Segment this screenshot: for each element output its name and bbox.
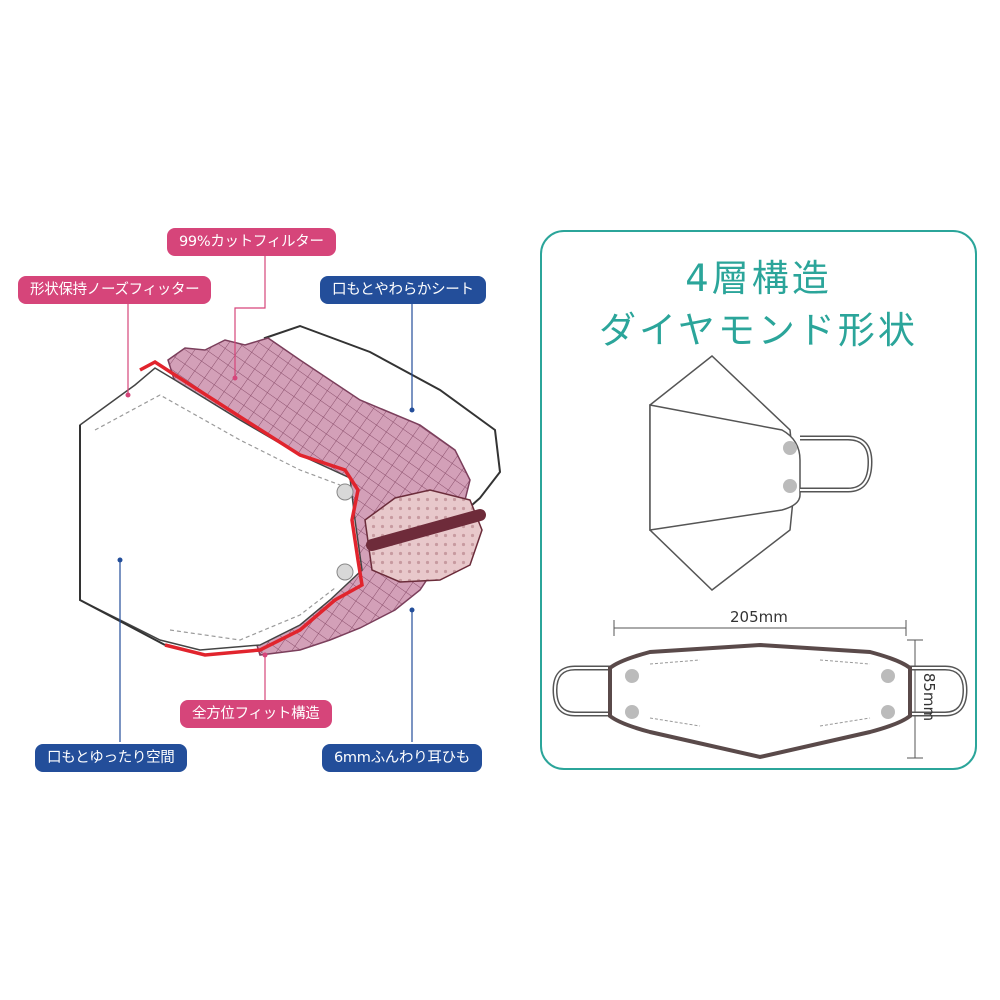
- callout-nose-fitter: 形状保持ノーズフィッター: [18, 276, 212, 304]
- leader-dot-mouth-space: [117, 557, 123, 563]
- ear-loop-weld-upper: [336, 483, 354, 501]
- height-dimension-line: [907, 639, 923, 759]
- callout-ear-loop: 6mmふんわり耳ひも: [322, 744, 482, 772]
- outer-body-outline: [79, 425, 166, 646]
- leader-dot-filter: [232, 375, 238, 381]
- stitch-line-lower: [169, 587, 336, 641]
- leader-dot-soft-sheet: [409, 407, 415, 413]
- mask-diagram: [552, 355, 968, 760]
- callout-filter: 99%カットフィルター: [167, 228, 336, 256]
- callout-fit-structure: 全方位フィット構造: [180, 700, 332, 728]
- mask-layers-illustration: [79, 254, 502, 742]
- side-view-weld-lower: [783, 479, 797, 493]
- front-view-weld-3: [881, 669, 895, 683]
- width-dimension-label: 205mm: [730, 608, 788, 626]
- ear-loop-weld-lower: [336, 563, 354, 581]
- front-view-weld-2: [625, 705, 639, 719]
- ear-loop-strap: [366, 509, 486, 551]
- stitch-line-upper: [94, 394, 341, 486]
- front-layer: [79, 367, 363, 651]
- height-dimension-label: 85mm: [920, 672, 939, 722]
- side-view-front-panel: [649, 404, 801, 531]
- callout-soft-sheet: 口もとやわらかシート: [320, 276, 486, 304]
- front-view-stitch-top: [649, 659, 871, 665]
- front-view-weld-4: [881, 705, 895, 719]
- leader-filter: [234, 254, 266, 378]
- leader-dot-ear-loop: [409, 607, 415, 613]
- leader-dot-nose-fitter: [125, 392, 131, 398]
- panel-title-line1: 4層構造: [685, 257, 832, 300]
- panel-title-line2: ダイヤモンド形状: [599, 309, 918, 352]
- width-dimension-line: [613, 620, 907, 636]
- side-view-weld-upper: [783, 441, 797, 455]
- front-view-stitch-bottom: [649, 717, 871, 727]
- callout-mouth-space: 口もとゆったり空間: [35, 744, 187, 772]
- front-view-weld-1: [625, 669, 639, 683]
- red-fit-edge: [139, 359, 364, 657]
- front-view-mask-outline: [608, 642, 912, 760]
- leader-dot-fit-structure: [262, 652, 268, 658]
- structure-panel: [540, 230, 977, 770]
- side-view-ear-loop: [800, 435, 873, 493]
